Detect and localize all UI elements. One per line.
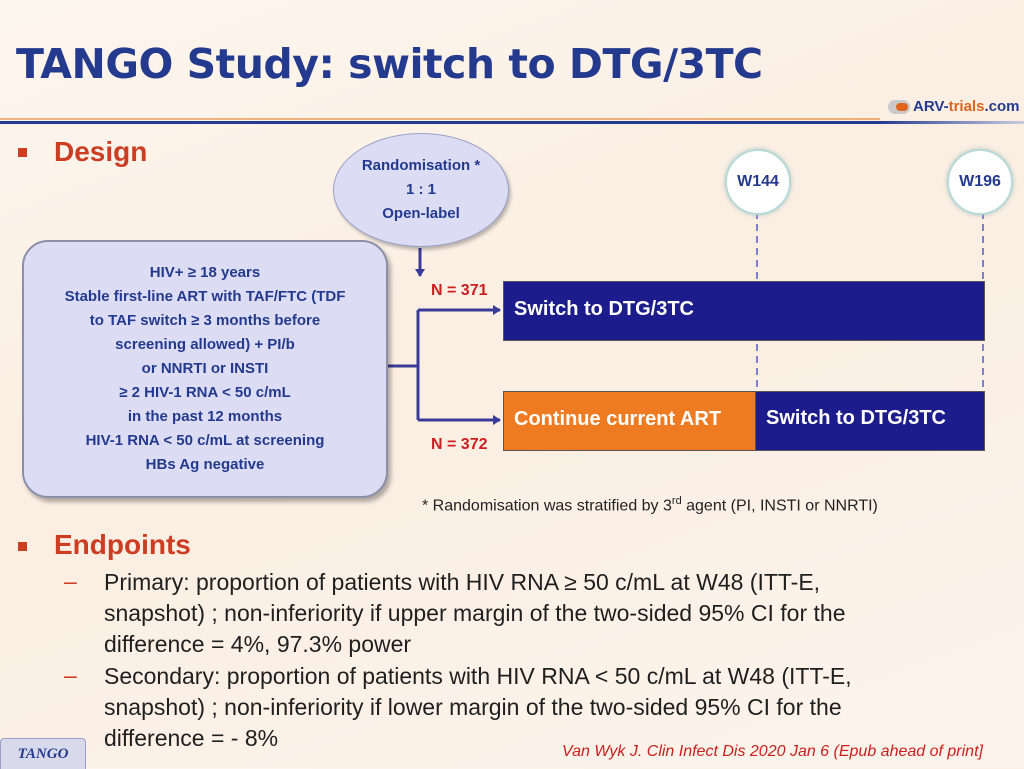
logo-text-arv: ARV- [913,98,949,115]
endpoints-heading: Endpoints [54,529,191,560]
primary-endpoint-line: Primary: proportion of patients with HIV… [104,569,821,595]
logo-text-com: .com [984,98,1020,115]
page-title: TANGO Study: switch to DTG/3TC [16,40,763,88]
logo-mark-icon [888,100,910,115]
design-heading: Design [54,136,148,167]
header-divider-fade [880,121,1024,124]
randomisation-label: Open-label [382,205,460,222]
criteria-line: in the past 12 months [127,408,283,425]
footnote-text-end: agent (PI, INSTI or NNRTI) [681,497,878,515]
arm2-switch-bar: Switch to DTG/3TC [755,391,985,451]
secondary-endpoint-line: Secondary: proportion of patients with H… [104,663,852,689]
footnote-text: * Randomisation was stratified by 3 [422,497,672,515]
criteria-line: ≥ 2 HIV-1 RNA < 50 c/mL [119,384,291,401]
criteria-line: HIV-1 RNA < 50 c/mL at screening [85,432,325,449]
inclusion-criteria-box: HIV+ ≥ 18 years Stable first-line ART wi… [22,240,388,498]
criteria-line: HBs Ag negative [145,456,265,473]
primary-dash: – [64,568,77,594]
timepoint-w196: W196 [947,149,1013,215]
randomisation-footnote: * Randomisation was stratified by 3rd ag… [422,495,878,515]
criteria-line: Stable first-line ART with TAF/FTC (TDF [64,288,346,305]
tango-tab[interactable]: TANGO [0,738,86,769]
arm1-label: Switch to DTG/3TC [514,298,694,320]
arm2-continue-bar: Continue current ART [503,391,757,451]
arm1-n-label: N = 371 [431,282,488,299]
bullet-square-icon [18,542,27,551]
primary-endpoint: Primary: proportion of patients with HIV… [104,567,845,660]
arv-trials-logo[interactable]: ARV-trials.com [888,98,1019,115]
arm2-n-label: N = 372 [431,436,488,453]
timepoint-w144: W144 [725,149,791,215]
bullet-square-icon [18,148,27,157]
randomisation-ellipse: Randomisation * 1 : 1 Open-label [333,133,509,247]
secondary-dash: – [64,662,77,688]
arm2-continue-label: Continue current ART [514,408,722,430]
secondary-endpoint-line: difference = - 8% [104,725,279,751]
randomisation-ratio: 1 : 1 [405,181,436,198]
header-divider [0,121,880,124]
arm2-switch-label: Switch to DTG/3TC [766,407,946,429]
randomisation-line: Randomisation * [361,157,481,174]
logo-text-trials: trials [948,98,985,115]
primary-endpoint-line: difference = 4%, 97.3% power [104,631,412,657]
arm1-switch-bar: Switch to DTG/3TC [503,281,985,341]
header-accent-line [0,118,880,120]
primary-endpoint-line: snapshot) ; non-inferiority if upper mar… [104,600,846,626]
secondary-endpoint: Secondary: proportion of patients with H… [104,661,852,754]
criteria-line: HIV+ ≥ 18 years [149,264,261,281]
criteria-line: to TAF switch ≥ 3 months before [89,312,321,329]
secondary-endpoint-line: snapshot) ; non-inferiority if lower mar… [104,694,842,720]
reference-citation: Van Wyk J. Clin Infect Dis 2020 Jan 6 (E… [562,743,983,760]
criteria-line: or NNRTI or INSTI [141,360,269,377]
footnote-superscript: rd [671,495,682,507]
criteria-line: screening allowed) + PI/b [115,336,295,353]
